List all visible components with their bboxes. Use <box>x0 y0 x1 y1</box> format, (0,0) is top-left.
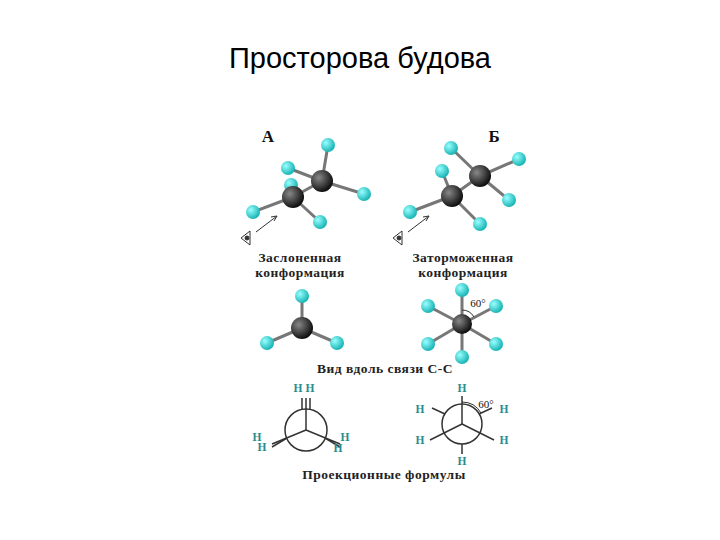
panel-letter: Б <box>488 127 499 147</box>
atom-label: H <box>306 382 315 394</box>
section-caption: Вид вдоль связи С-С <box>317 361 453 377</box>
atom-label: H <box>341 431 350 443</box>
angle-label: 60° <box>470 297 485 309</box>
atom-label: H <box>458 455 467 467</box>
atom-label: H <box>500 403 509 415</box>
conformation-caption: Заслоненная конформация <box>230 250 370 280</box>
angle-label: 60° <box>478 398 493 410</box>
panel-letter: А <box>262 127 274 147</box>
atom-label: H <box>416 434 425 446</box>
atom-label: H <box>458 382 467 394</box>
atom-label: H <box>500 434 509 446</box>
atom-label: H <box>416 403 425 415</box>
section-caption: Проекционные формулы <box>302 467 465 483</box>
slide-title: Просторова будова <box>229 42 491 75</box>
atom-label: H <box>294 382 303 394</box>
atom-label: H <box>334 442 343 454</box>
atom-label: H <box>258 441 267 453</box>
conformation-caption: Заторможенная конформация <box>393 250 533 280</box>
